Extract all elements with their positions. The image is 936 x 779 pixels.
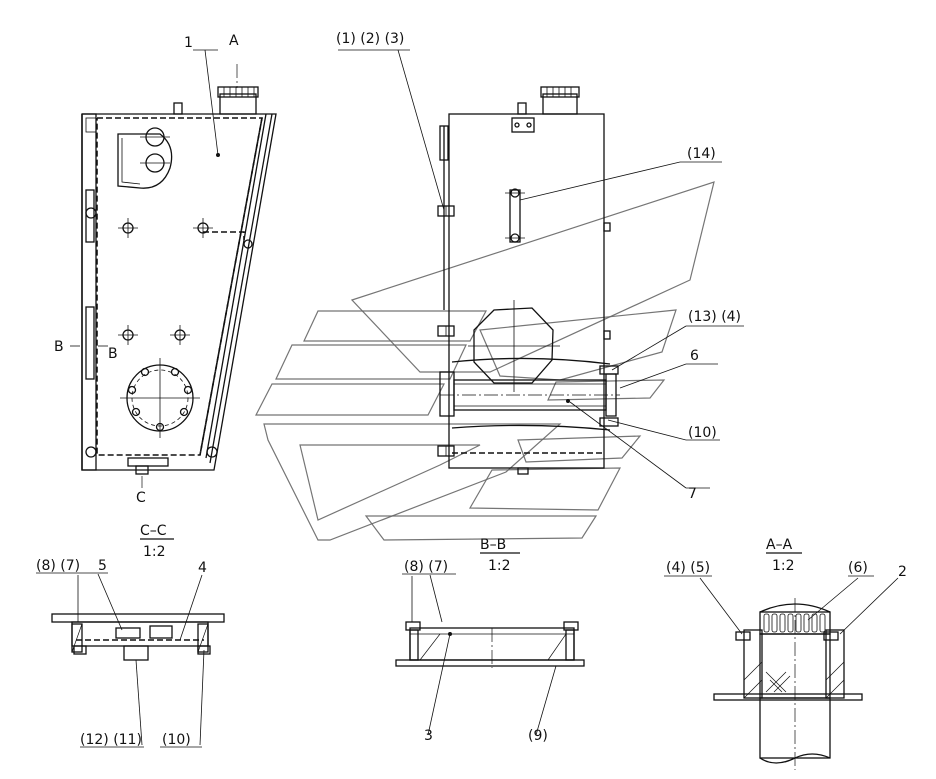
section-aa-scale: 1:2	[772, 558, 795, 574]
label-cc-4: 4	[198, 560, 207, 576]
section-cc-title: C–C	[140, 523, 167, 539]
level-gauge	[505, 188, 525, 243]
label-1-2-3: (1) (2) (3)	[336, 31, 404, 47]
watermark-logo	[255, 181, 715, 541]
label-13-4: (13) (4)	[688, 309, 741, 325]
label-cc-10: (10)	[162, 732, 191, 748]
label-14: (14)	[687, 146, 716, 162]
label-part-1: 1	[184, 35, 193, 51]
section-cc-scale: 1:2	[143, 544, 166, 560]
label-b-right: B	[108, 346, 118, 362]
label-aa-6: (6)	[848, 560, 868, 576]
hole-markers-left	[85, 218, 253, 458]
label-view-a: A	[229, 33, 239, 49]
left-elevation-view	[70, 49, 277, 488]
section-bb	[395, 552, 585, 736]
callout-labels: 1 A (1) (2) (3) (14) (13) (4) 6 (10) 7 B…	[36, 31, 907, 748]
label-cc-5: 5	[98, 558, 107, 574]
label-bb-8-7: (8) (7)	[404, 559, 448, 575]
section-cc	[36, 538, 225, 748]
label-6: 6	[690, 348, 699, 364]
label-bb-9: (9)	[528, 728, 548, 744]
right-elevation-view	[338, 49, 744, 489]
label-c: C	[136, 490, 146, 506]
cleanout-flange-left	[120, 358, 200, 438]
filter-tube-section	[439, 357, 620, 431]
label-10: (10)	[688, 425, 717, 441]
label-7: 7	[688, 486, 697, 502]
label-bb-3: 3	[424, 728, 433, 744]
label-aa-4-5: (4) (5)	[666, 560, 710, 576]
section-aa	[664, 552, 899, 770]
label-aa-2: 2	[898, 564, 907, 580]
label-b-left: B	[54, 339, 64, 355]
label-cc-8-7: (8) (7)	[36, 558, 80, 574]
label-cc-12-11: (12) (11)	[80, 732, 142, 748]
section-aa-title: A–A	[766, 537, 793, 553]
section-bb-title: B–B	[480, 537, 506, 553]
section-bb-scale: 1:2	[488, 558, 511, 574]
